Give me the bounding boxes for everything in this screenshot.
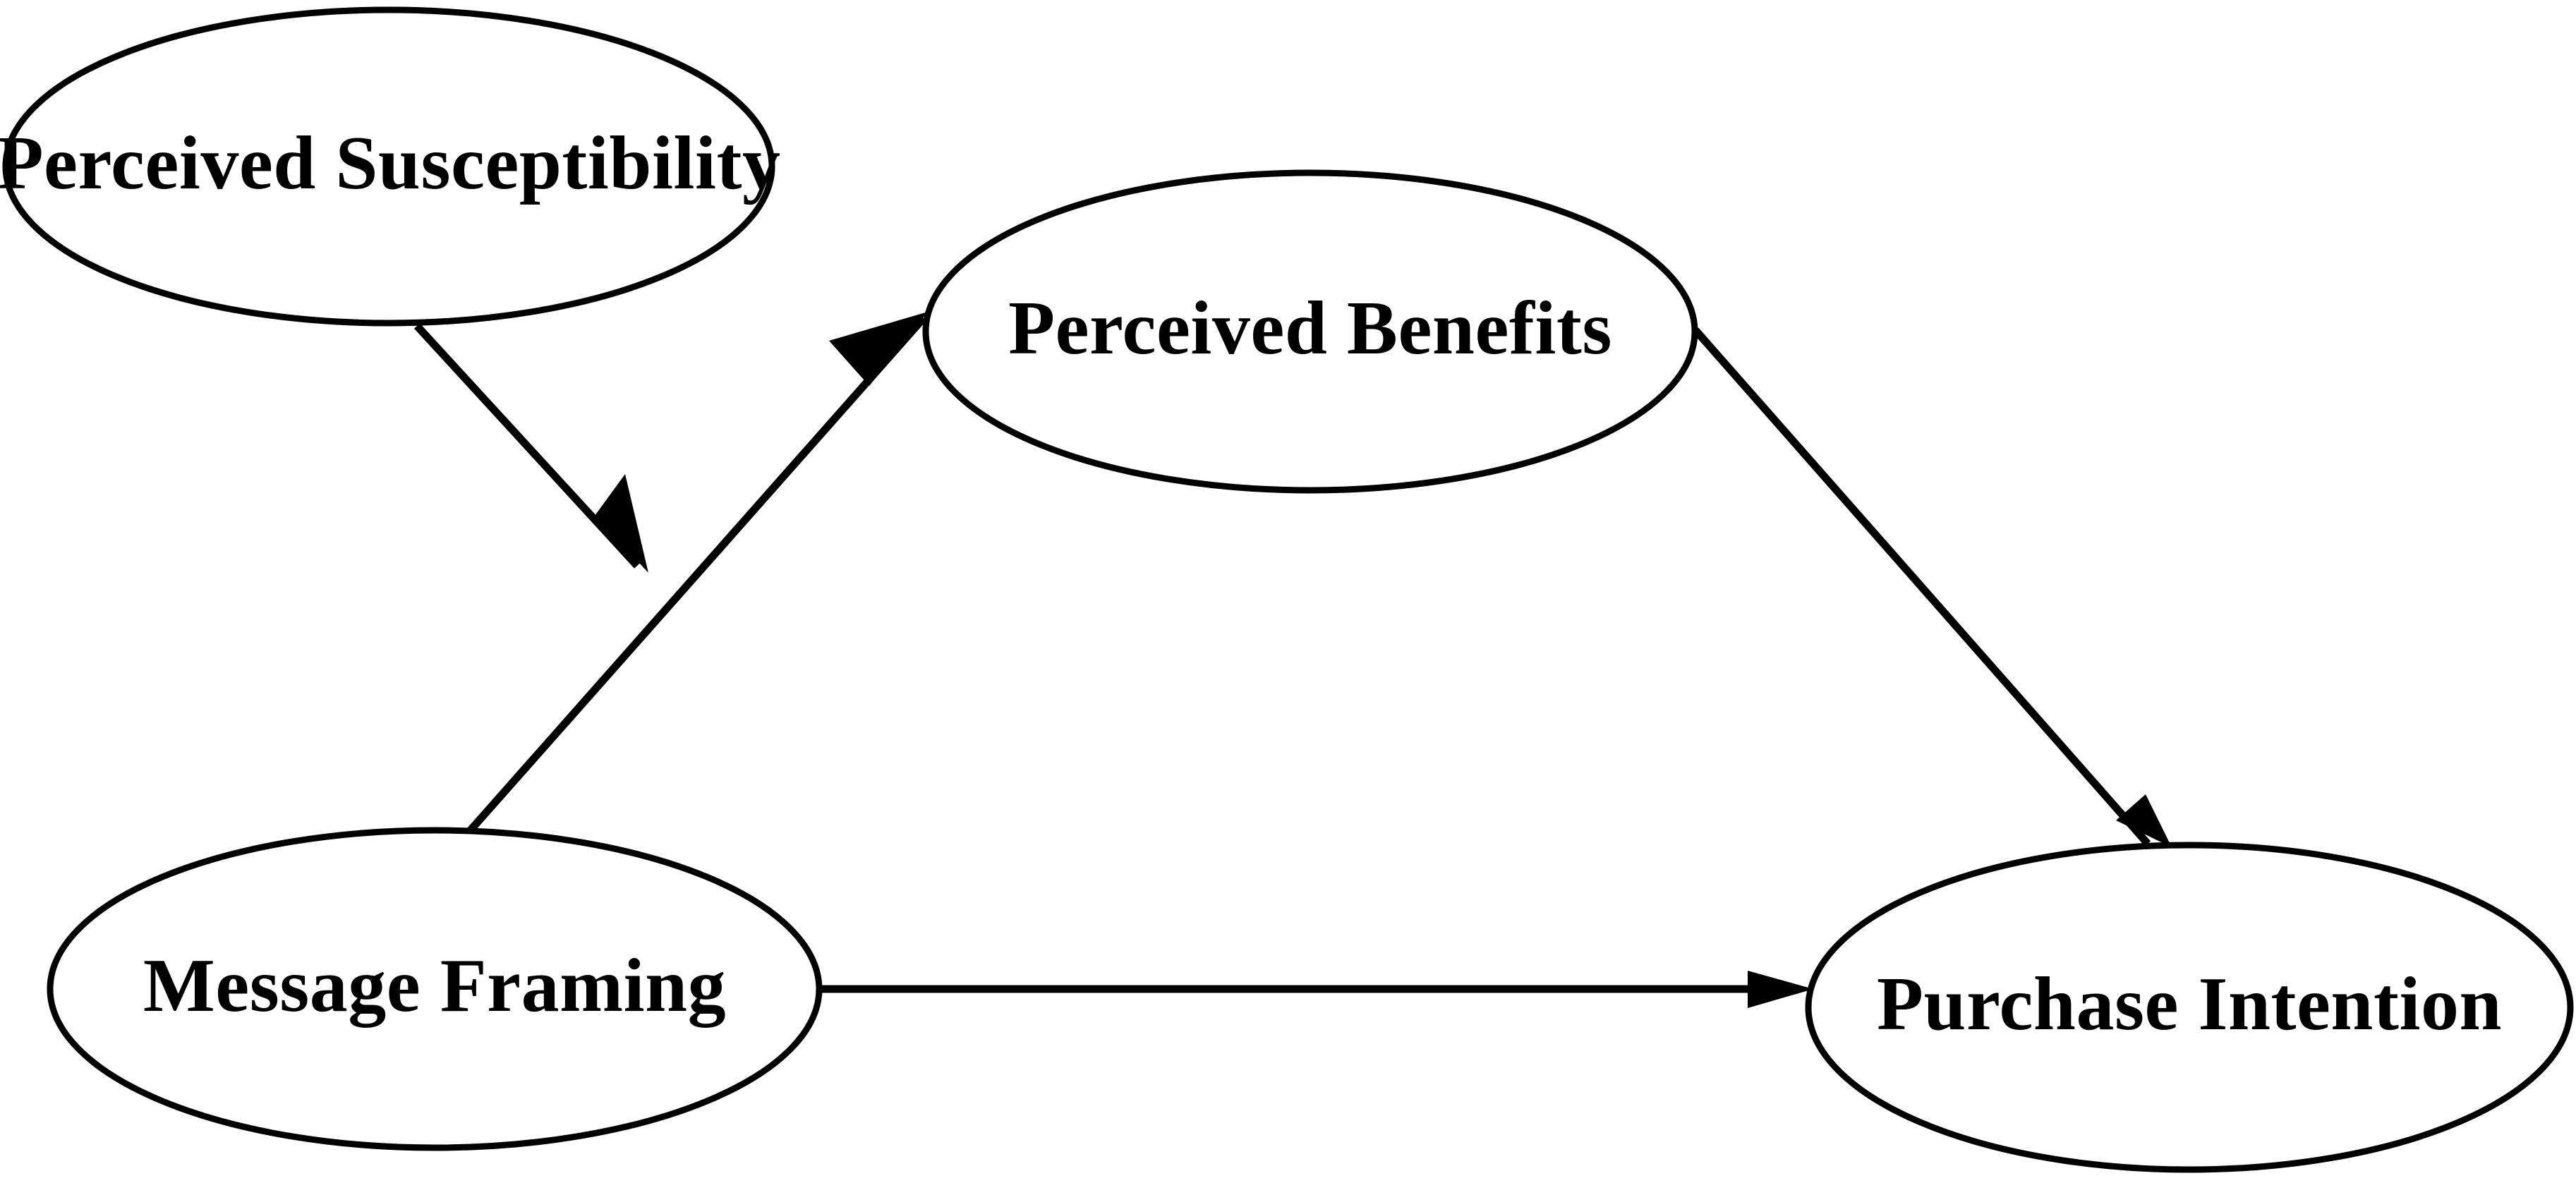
node-purchase-intention[interactable]: Purchase Intention bbox=[1805, 842, 2574, 1173]
node-perceived-benefits[interactable]: Perceived Benefits bbox=[922, 169, 1698, 494]
edge-perceived-benefits-to-purchase-intention[interactable] bbox=[1692, 327, 2172, 847]
edge-message-framing-to-perceived-benefits[interactable] bbox=[449, 312, 928, 854]
label-message-framing: Message Framing bbox=[143, 944, 726, 1028]
edge-line-susceptibility bbox=[413, 323, 641, 569]
arrowhead-to-purchase-intention-left bbox=[1748, 971, 1813, 1008]
edge-perceived-susceptibility-to-path[interactable] bbox=[413, 323, 648, 573]
ellipse-purchase-intention bbox=[1805, 842, 2574, 1173]
edge-line-benefits-intention bbox=[1692, 327, 2151, 847]
label-perceived-benefits: Perceived Benefits bbox=[1008, 286, 1612, 370]
ellipse-perceived-benefits bbox=[922, 169, 1698, 494]
node-perceived-susceptibility[interactable]: Perceived Susceptibility bbox=[0, 6, 780, 327]
label-purchase-intention: Purchase Intention bbox=[1877, 962, 2502, 1046]
ellipse-message-framing bbox=[47, 827, 823, 1151]
edge-line-framing-benefits bbox=[449, 315, 927, 854]
label-perceived-susceptibility: Perceived Susceptibility bbox=[0, 121, 780, 205]
arrowhead-to-perceived-benefits bbox=[829, 312, 928, 386]
ellipse-perceived-susceptibility bbox=[2, 6, 775, 327]
arrowhead-to-purchase-intention-top bbox=[2116, 794, 2172, 847]
edge-message-framing-to-purchase-intention[interactable] bbox=[819, 971, 1813, 1008]
arrowhead-from-perceived-susceptibility bbox=[595, 474, 648, 573]
node-message-framing[interactable]: Message Framing bbox=[47, 827, 823, 1151]
